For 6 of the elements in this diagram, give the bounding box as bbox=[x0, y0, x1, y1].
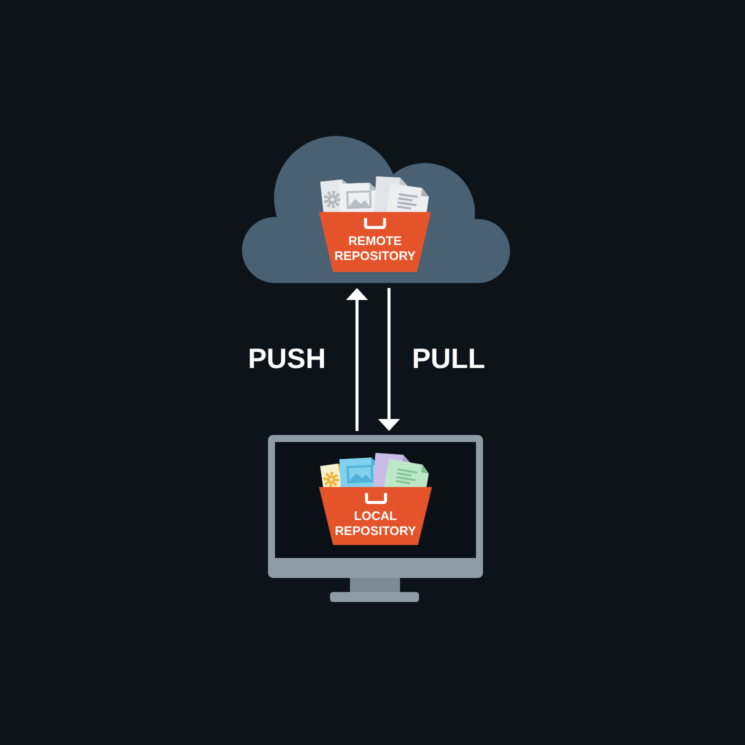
arrow bbox=[378, 288, 400, 431]
arrow bbox=[346, 288, 368, 431]
edge-label: PULL bbox=[412, 345, 486, 373]
basket-label: REMOTE REPOSITORY bbox=[333, 234, 417, 264]
edge-label: PUSH bbox=[248, 345, 326, 373]
basket-label: LOCAL REPOSITORY bbox=[334, 509, 418, 539]
